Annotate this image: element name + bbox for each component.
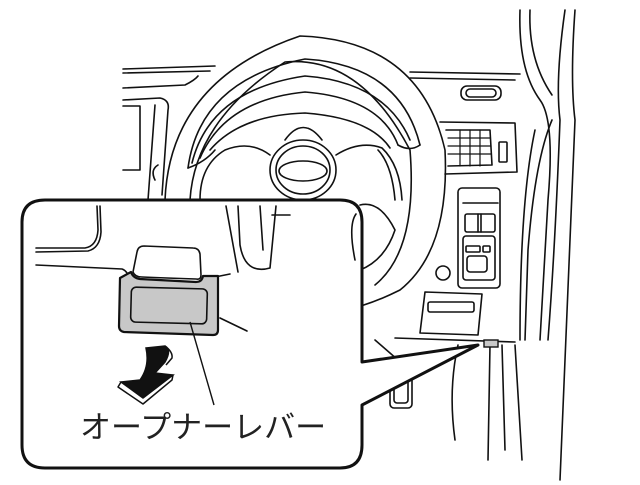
steering-wheel [164,35,447,311]
lever-marker [483,339,499,348]
left-vent-panel [122,97,170,201]
dashboard-top [122,65,521,89]
pull-arrow-icon [117,345,175,405]
opener-lever-label: オープナーレバー [80,410,327,446]
leader-line [189,321,215,406]
right-console [374,9,576,481]
callout-bubble [20,198,480,470]
opener-lever [117,270,248,337]
